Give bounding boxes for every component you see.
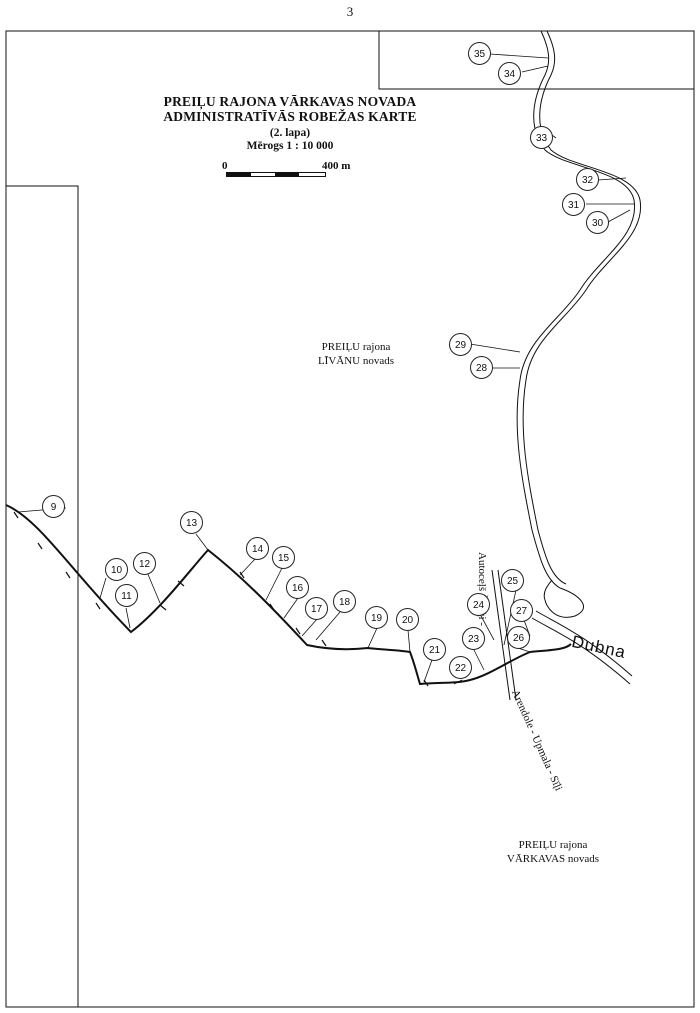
boundary-marker: 10	[105, 558, 128, 581]
map-title-line2: ADMINISTRATĪVĀS ROBEŽAS KARTE	[163, 109, 417, 124]
boundary-marker: 11	[115, 584, 138, 607]
boundary-marker: 22	[449, 656, 472, 679]
boundary-marker: 12	[133, 552, 156, 575]
boundary-marker: 16	[286, 576, 309, 599]
area-label-varkava-line1: PREIĻU rajona	[518, 839, 588, 851]
boundary-marker: 24	[467, 593, 490, 616]
boundary-marker: 9	[42, 495, 65, 518]
adjacent-sheet-left	[6, 185, 79, 1007]
map-title-line1: PREIĻU RAJONA VĀRKAVAS NOVADA	[163, 94, 417, 109]
boundary-marker: 27	[510, 599, 533, 622]
boundary-marker: 35	[468, 42, 491, 65]
boundary-marker: 14	[246, 537, 269, 560]
scale-bar-start: 0	[222, 160, 228, 172]
boundary-marker: 32	[576, 168, 599, 191]
boundary-ticks	[13, 511, 429, 687]
boundary-marker: 25	[501, 569, 524, 592]
map-sheet-label: (2. lapa)	[269, 127, 311, 139]
page-number: 3	[346, 4, 354, 19]
map-scale-label: Mērogs 1 : 10 000	[246, 140, 334, 152]
boundary-marker: 17	[305, 597, 328, 620]
administrative-boundary	[5, 504, 572, 686]
area-label-varkava-line2: VĀRKAVAS novads	[506, 853, 600, 865]
boundary-marker: 19	[365, 606, 388, 629]
scale-bar-graphic	[226, 172, 326, 177]
area-label-livani-line1: PREIĻU rajona	[321, 341, 391, 353]
scale-bar-segment	[275, 173, 299, 176]
boundary-marker: 29	[449, 333, 472, 356]
boundary-marker: 20	[396, 608, 419, 631]
scale-bar-segment	[227, 173, 251, 176]
boundary-marker: 13	[180, 511, 203, 534]
boundary-marker: 30	[586, 211, 609, 234]
area-label-varkava: PREIĻU rajona VĀRKAVAS novads	[478, 838, 628, 866]
boundary-marker: 31	[562, 193, 585, 216]
boundary-marker: 26	[507, 626, 530, 649]
boundary-marker: 34	[498, 62, 521, 85]
boundary-marker: 18	[333, 590, 356, 613]
map-title-block: PREIĻU RAJONA VĀRKAVAS NOVADA ADMINISTRA…	[140, 94, 440, 152]
scale-bar-end: 400 m	[322, 160, 351, 172]
adjacent-sheet-top-right	[378, 31, 694, 90]
boundary-marker: 33	[530, 126, 553, 149]
boundary-marker: 15	[272, 546, 295, 569]
scale-bar: 0 400 m	[222, 160, 382, 180]
boundary-marker: 23	[462, 627, 485, 650]
boundary-marker: 21	[423, 638, 446, 661]
boundary-marker: 28	[470, 356, 493, 379]
area-label-livani: PREIĻU rajona LĪVĀNU novads	[296, 340, 416, 368]
area-label-livani-line2: LĪVĀNU novads	[317, 355, 395, 367]
map-frame	[5, 30, 695, 1008]
